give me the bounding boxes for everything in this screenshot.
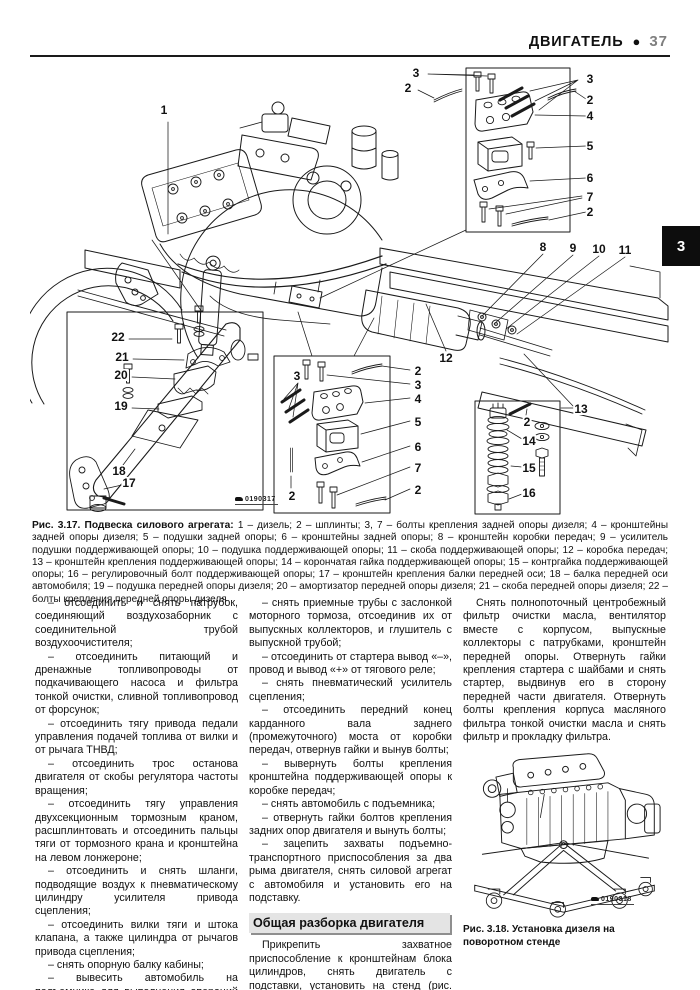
chapter-tab: 3	[662, 226, 700, 266]
paragraph: – отсоединить питающий и дренажные топли…	[35, 650, 238, 717]
callout-number: 2	[413, 483, 423, 497]
callout-number: 9	[568, 241, 578, 255]
callout-number: 16	[521, 486, 537, 500]
callout-number: 12	[438, 351, 454, 365]
section-heading-text: Общая разборка двигателя	[253, 916, 425, 931]
paragraph: – отсоединить и снять шланги, подводящие…	[35, 865, 238, 918]
section-heading: Общая разборка двигателя	[249, 913, 450, 934]
callout-number: 4	[585, 109, 595, 123]
callout-number: 2	[413, 364, 423, 378]
figure-3-18: 0190318	[463, 750, 666, 918]
paragraph: – отсоединить вилки тяги и штока клапана…	[35, 918, 238, 958]
paragraph: – отвернуть гайки болтов крепления задни…	[249, 811, 452, 837]
column-2-list: – снять приемные трубы с заслонкой мотор…	[249, 597, 452, 905]
paragraph: – зацепить захваты подъемно-транспортног…	[249, 838, 452, 904]
figure-3-17-caption-text: 1 – дизель; 2 – шплинты; 3, 7 – болты кр…	[32, 520, 669, 605]
callout-number: 21	[114, 350, 130, 364]
paragraph: – отсоединить трос останова двигателя от…	[35, 757, 238, 797]
paragraph: – вывесить автомобиль на подъемнике для …	[35, 972, 238, 990]
callout-number: 15	[521, 461, 537, 475]
paragraph: – снять опорную балку кабины;	[48, 958, 204, 971]
paragraph: Снять полнопоточный центробежный фильтр …	[463, 597, 666, 744]
callout-number: 6	[585, 171, 595, 185]
callout-number: 20	[113, 368, 129, 382]
callout-number: 17	[121, 476, 137, 490]
paragraph: – отсоединить и снять патрубок, соединяю…	[35, 597, 238, 650]
callout-number: 7	[585, 190, 595, 204]
bullet-icon: ●	[632, 34, 641, 49]
callout-number: 2	[403, 81, 413, 95]
callout-number: 5	[585, 139, 595, 153]
column-1: – отсоединить и снять патрубок, соединяю…	[35, 597, 238, 990]
column-2: – снять приемные трубы с заслонкой мотор…	[249, 597, 452, 990]
callout-number: 19	[113, 399, 129, 413]
callout-number: 3	[413, 378, 423, 392]
paragraph: – снять приемные трубы с заслонкой мотор…	[249, 597, 452, 650]
chapter-title: ДВИГАТЕЛЬ	[528, 33, 624, 50]
callout-number: 3	[585, 72, 595, 86]
callout-number: 22	[110, 330, 126, 344]
callout-number: 3	[411, 66, 421, 80]
watermark-3-18: 0190318	[591, 896, 634, 906]
callout-number: 4	[413, 392, 423, 406]
callout-number: 10	[591, 242, 607, 256]
text-columns: – отсоединить и снять патрубок, соединяю…	[35, 597, 667, 990]
paragraph: – вывернуть болты крепления кронштейна п…	[249, 757, 452, 797]
figure-3-18-caption: Рис. 3.18. Установка дизеля на поворотно…	[463, 924, 615, 948]
callout-number: 8	[538, 240, 548, 254]
callout-number: 2	[585, 93, 595, 107]
callout-number: 3	[292, 369, 302, 383]
callout-number: 18	[111, 464, 127, 478]
figure-3-17-caption-label: Рис. 3.17. Подвеска силового агрегата:	[32, 520, 234, 531]
chapter-tab-number: 3	[676, 237, 686, 255]
watermark-3-17: 0190317	[235, 496, 278, 505]
paragraph: – снять пневматический усилитель сцеплен…	[249, 677, 452, 703]
callout-number: 11	[617, 243, 633, 257]
header-rule	[30, 55, 670, 57]
figure-3-18-illustration	[474, 753, 661, 918]
page-header: ДВИГАТЕЛЬ ● 37	[529, 33, 668, 50]
callout-number: 13	[573, 402, 589, 416]
callout-number: 5	[413, 415, 423, 429]
callout-number: 1	[159, 103, 169, 117]
callout-number: 2	[522, 415, 532, 429]
paragraph: – отсоединить тягу привода педали управл…	[35, 717, 238, 757]
column-3: Снять полнопоточный центробежный фильтр …	[463, 597, 666, 990]
paragraph: – отсоединить передний конец карданного …	[249, 704, 452, 757]
figure-3-17-caption: Рис. 3.17. Подвеска силового агрегата: 1…	[32, 520, 668, 606]
paragraph: Прикрепить захватное приспособление к кр…	[249, 939, 452, 990]
paragraph: – снять автомобиль с подъемника;	[262, 798, 436, 811]
paragraph: – отсоединить от стартера вывод «–», про…	[249, 650, 452, 677]
page-number: 37	[649, 33, 668, 50]
callout-number: 6	[413, 440, 423, 454]
figure-3-17-illustration	[30, 67, 669, 515]
paragraph: – отсоединить тягу управления двухсекцио…	[35, 798, 238, 864]
callout-number: 7	[413, 461, 423, 475]
callout-number: 2	[585, 205, 595, 219]
callout-number: 2	[287, 489, 297, 503]
callout-number: 14	[521, 434, 537, 448]
